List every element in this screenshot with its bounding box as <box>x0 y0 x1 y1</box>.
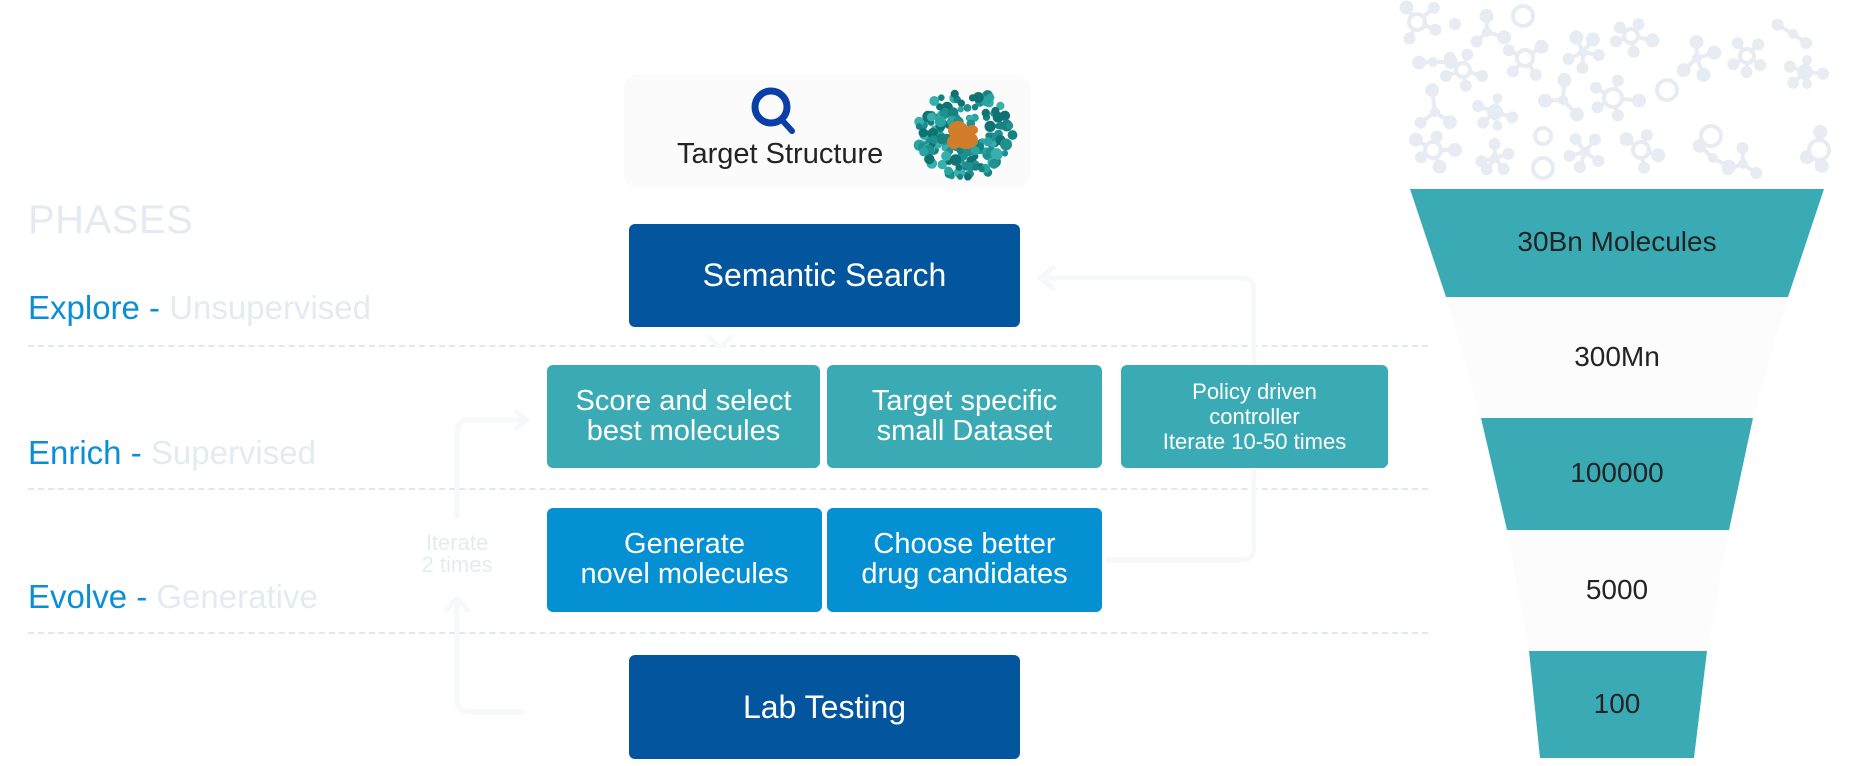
molecule-glyph <box>1563 133 1605 174</box>
phase-divider <box>28 345 1428 347</box>
funnel-stage-label: 300Mn <box>1574 340 1660 372</box>
lab-testing-label: Lab Testing <box>742 688 907 725</box>
molecule-pattern-decoration <box>1399 0 1831 180</box>
molecule-glyph <box>1589 74 1646 122</box>
molecule-glyph <box>1502 39 1549 81</box>
molecule-glyph <box>1676 35 1722 82</box>
molecule-glyph <box>1721 142 1763 180</box>
generate-molecules-box[interactable]: Generate novel molecules <box>547 508 822 612</box>
molecule-glyph <box>1531 156 1555 180</box>
search-icon <box>751 87 795 134</box>
funnel-stage-label: 100 <box>1593 687 1641 719</box>
phase-explore: Explore - Unsupervised <box>28 289 371 327</box>
generate-molecules-label: Generate novel molecules <box>580 528 789 590</box>
molecule-glyph <box>1414 83 1457 130</box>
funnel-stage-label: 30Bn Molecules <box>1517 226 1717 257</box>
phase-type: Generative <box>156 578 318 615</box>
funnel-stage-label: 5000 <box>1585 573 1649 605</box>
phase-name: Enrich <box>28 434 122 471</box>
molecule-glyph <box>1511 4 1535 28</box>
phase-divider <box>28 632 1428 634</box>
molecule-glyph <box>1470 9 1512 48</box>
phase-evolve: Evolve - Generative <box>28 578 318 616</box>
molecule-glyph <box>1655 78 1679 102</box>
arrowhead-right <box>513 408 530 432</box>
score-select-box[interactable]: Score and select best molecules <box>547 365 820 468</box>
target-dataset-label: Target specific small Dataset <box>871 384 1058 447</box>
target-dataset-box[interactable]: Target specific small Dataset <box>827 365 1102 468</box>
molecule-glyph <box>1538 73 1584 122</box>
molecule-glyph <box>1609 18 1660 58</box>
molecule-glyph <box>1412 55 1458 70</box>
arrowhead-up <box>443 595 471 614</box>
molecule-glyph <box>1408 130 1462 174</box>
lab-testing-box[interactable]: Lab Testing <box>629 655 1020 759</box>
molecule-glyph <box>1771 18 1813 50</box>
iterate-loop-top <box>454 417 525 518</box>
molecule-glyph <box>1619 129 1666 174</box>
phase-type: Unsupervised <box>169 289 371 326</box>
protein-structure-icon <box>913 89 1018 181</box>
molecule-glyph <box>1727 37 1767 78</box>
policy-controller-box[interactable]: Policy driven controller Iterate 10-50 t… <box>1121 365 1388 468</box>
molecule-glyph <box>1475 138 1515 176</box>
policy-controller-label: Policy driven controller Iterate 10-50 t… <box>1162 378 1347 455</box>
arrowhead-left <box>1037 264 1057 292</box>
molecule-glyph <box>1472 93 1519 131</box>
phase-name: Evolve <box>28 578 128 615</box>
feedback-arrow-policy <box>1042 275 1257 365</box>
molecule-glyph <box>1783 55 1829 89</box>
iterate-loop <box>454 600 525 715</box>
phase-divider <box>28 488 1428 490</box>
connector-policy-down <box>1106 470 1257 563</box>
semantic-search-label: Semantic Search <box>702 257 947 294</box>
iterate-label: Iterate 2 times <box>421 530 493 577</box>
phase-type: Supervised <box>150 434 316 471</box>
target-structure-label: Target Structure <box>677 138 884 170</box>
choose-candidates-box[interactable]: Choose better drug candidates <box>827 508 1102 612</box>
score-select-label: Score and select best molecules <box>575 384 792 447</box>
phase-separator: - <box>121 434 151 471</box>
choose-candidates-label: Choose better drug candidates <box>861 528 1068 590</box>
molecule-glyph <box>1440 48 1489 92</box>
phase-name: Explore <box>28 289 140 326</box>
molecule-glyph <box>1699 124 1723 148</box>
molecule-glyph <box>1449 18 1461 30</box>
molecule-glyph <box>1562 30 1605 74</box>
molecule-glyph <box>1399 0 1442 45</box>
phase-separator: - <box>127 578 157 615</box>
phase-separator: - <box>139 289 170 326</box>
funnel-stage-label: 100000 <box>1570 457 1664 488</box>
phases-title: PHASES <box>28 198 194 242</box>
molecule-glyph <box>1800 125 1831 173</box>
phase-enrich: Enrich - Supervised <box>28 434 316 472</box>
semantic-search-box[interactable]: Semantic Search <box>629 224 1020 327</box>
molecule-glyph <box>1533 126 1553 146</box>
